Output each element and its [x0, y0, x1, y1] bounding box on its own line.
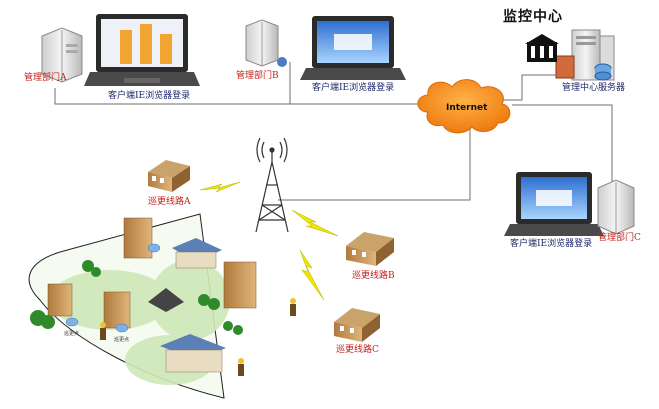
client-a-label: 客户端IE浏览器登录: [108, 91, 191, 101]
laptop-c-icon: [504, 172, 604, 236]
network-lines: [54, 62, 613, 201]
client-b-label: 客户端IE浏览器登录: [312, 83, 395, 93]
department-a-label: 管理部门A: [24, 73, 67, 83]
client-c-label: 客户端IE浏览器登录: [510, 239, 593, 249]
wireless-links: [199, 181, 339, 301]
department-c-server-icon: [597, 179, 635, 235]
route-a-label: 巡更线路A: [148, 197, 191, 207]
internet-label: Internet: [446, 103, 488, 113]
checkpoint-label-2: 巡更点: [114, 337, 130, 343]
antenna-tower-icon: [255, 137, 289, 233]
community-area: [28, 213, 296, 399]
internet-cloud-icon: [417, 79, 511, 134]
route-a-building-icon: [148, 160, 190, 192]
laptop-b-icon: [300, 16, 406, 80]
department-b-label: 管理部门B: [236, 71, 279, 81]
checkpoint-label-1: 巡更点: [64, 331, 80, 337]
server-label: 管理中心服务器: [562, 83, 626, 93]
route-b-building-icon: [346, 232, 394, 266]
bank-icon: [525, 34, 559, 62]
department-c-label: 管理部门C: [598, 233, 641, 243]
department-b-server-icon: [245, 19, 287, 67]
department-a-server-icon: [41, 27, 83, 83]
server-icon: [555, 29, 615, 81]
route-c-building-icon: [334, 308, 380, 342]
monitoring-center-title: 监控中心: [503, 9, 563, 25]
route-b-label: 巡更线路B: [352, 271, 395, 281]
route-c-label: 巡更线路C: [336, 345, 379, 355]
laptop-a-icon: [84, 14, 200, 86]
